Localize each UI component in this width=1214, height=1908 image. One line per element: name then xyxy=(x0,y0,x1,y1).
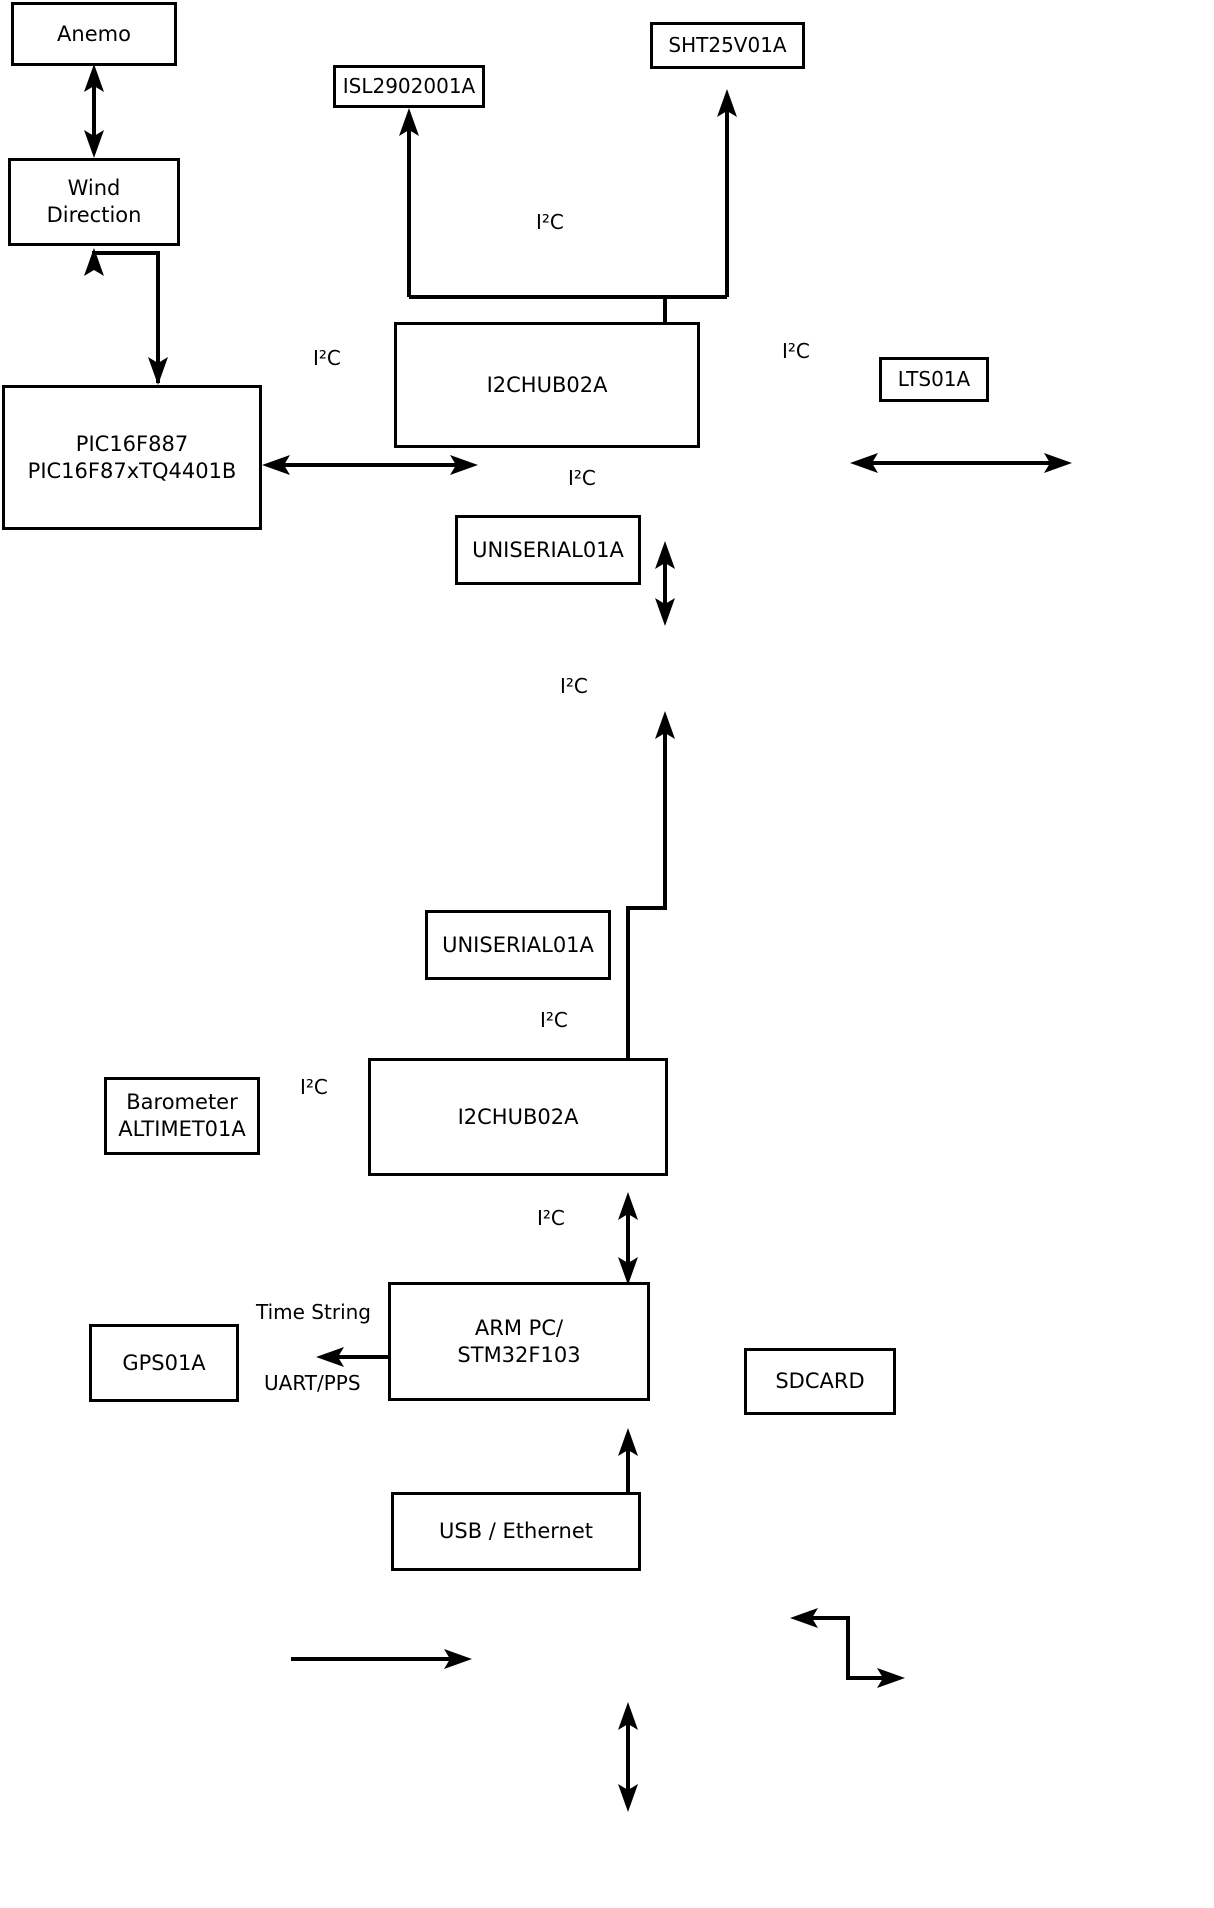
edge-label-i2c-uniserial-link: I²C xyxy=(560,674,588,698)
node-i2chub02a-bottom-label: I2CHUB02A xyxy=(457,1104,579,1129)
node-i2chub02a-top[interactable]: I2CHUB02A xyxy=(394,322,700,448)
node-sdcard[interactable]: SDCARD xyxy=(744,1348,896,1415)
node-lts01a-label: LTS01A xyxy=(897,366,971,391)
node-anemo[interactable]: Anemo xyxy=(11,2,177,66)
node-arm-pc-stm32f103[interactable]: ARM PC/ STM32F103 xyxy=(388,1282,650,1401)
connector-arm-sdcard xyxy=(790,1608,905,1688)
node-isl2902001a-label: ISL2902001A xyxy=(342,73,476,98)
node-i2chub02a-top-label: I2CHUB02A xyxy=(486,372,608,397)
connector-hub-top-uniserial1 xyxy=(655,541,675,626)
edge-label-gps-time-string: Time String xyxy=(256,1300,371,1324)
connector-pic-hub-top xyxy=(262,455,478,475)
edge-label-i2c-pic-hub: I²C xyxy=(313,346,341,370)
edge-label-i2c-hub-uniserial: I²C xyxy=(568,466,596,490)
node-arm-pc-stm32f103-label: ARM PC/ STM32F103 xyxy=(457,1315,581,1367)
node-wind-direction-label: Wind Direction xyxy=(46,176,142,227)
connector-uniserial1-uniserial2 xyxy=(618,711,675,1106)
node-sdcard-label: SDCARD xyxy=(775,1369,865,1394)
connector-arm-usb xyxy=(618,1702,638,1812)
node-lts01a[interactable]: LTS01A xyxy=(879,357,989,402)
node-wind-direction[interactable]: Wind Direction xyxy=(8,158,180,246)
edge-label-gps-uart-pps: UART/PPS xyxy=(264,1371,361,1395)
node-pic16f887-label: PIC16F887 PIC16F87xTQ4401B xyxy=(27,431,237,483)
node-uniserial01a-upper-label: UNISERIAL01A xyxy=(472,537,624,562)
node-isl2902001a[interactable]: ISL2902001A xyxy=(333,65,485,108)
node-barometer-altimet01a-label: Barometer ALTIMET01A xyxy=(118,1090,246,1141)
node-pic16f887[interactable]: PIC16F887 PIC16F87xTQ4401B xyxy=(2,385,262,530)
connector-hub-top-lts xyxy=(850,453,1072,473)
node-sht25v01a-label: SHT25V01A xyxy=(668,32,787,57)
node-gps01a-label: GPS01A xyxy=(122,1350,206,1375)
node-uniserial01a-lower[interactable]: UNISERIAL01A xyxy=(425,910,611,980)
edge-label-i2c-hub-lts: I²C xyxy=(782,339,810,363)
node-uniserial01a-lower-label: UNISERIAL01A xyxy=(442,932,594,957)
connector-uniserial2-hub-bottom xyxy=(618,1192,638,1285)
node-sht25v01a[interactable]: SHT25V01A xyxy=(650,22,805,69)
node-usb-ethernet[interactable]: USB / Ethernet xyxy=(391,1492,641,1571)
edge-label-i2c-barometer-hub: I²C xyxy=(300,1075,328,1099)
connector-anemo-wind xyxy=(84,64,104,158)
edge-label-i2c-uniserial2-hub: I²C xyxy=(540,1008,568,1032)
connector-gps-arm xyxy=(291,1649,472,1669)
node-i2chub02a-bottom[interactable]: I2CHUB02A xyxy=(368,1058,668,1176)
node-uniserial01a-upper[interactable]: UNISERIAL01A xyxy=(455,515,641,585)
edge-label-i2c-hub-arm: I²C xyxy=(537,1206,565,1230)
node-usb-ethernet-label: USB / Ethernet xyxy=(439,1519,593,1544)
node-barometer-altimet01a[interactable]: Barometer ALTIMET01A xyxy=(104,1077,260,1155)
node-anemo-label: Anemo xyxy=(57,21,131,46)
connector-pic-wind xyxy=(84,248,168,385)
node-gps01a[interactable]: GPS01A xyxy=(89,1324,239,1402)
edge-label-i2c-hub-top-fanout: I²C xyxy=(536,210,564,234)
